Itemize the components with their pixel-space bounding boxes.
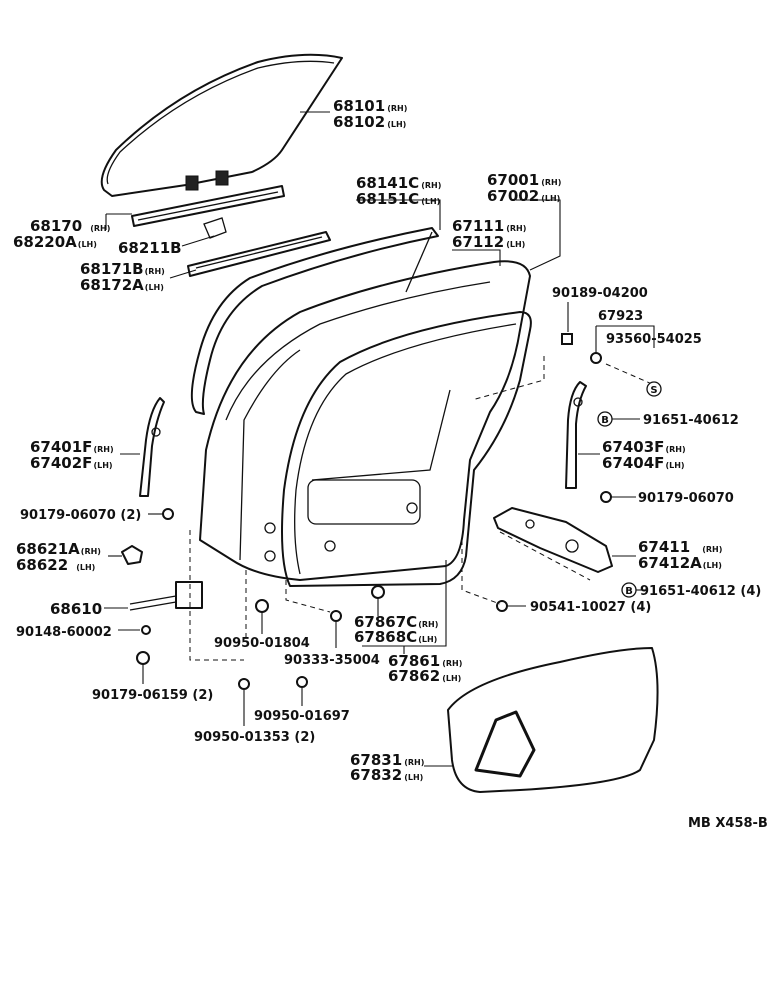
label-90189-04200: 90189-04200 (552, 286, 648, 301)
label-68102: 68102(LH) (333, 113, 406, 131)
screw-symbol: S (646, 381, 662, 397)
bolt-symbol-1: B (597, 411, 613, 427)
door-glass-illustration (100, 53, 343, 197)
label-67404F: 67404F(LH) (602, 454, 685, 472)
label-67923: 67923 (598, 309, 643, 324)
label-68220A: 68220A(LH) (13, 233, 97, 251)
bolt-symbol-text-1: B (601, 415, 609, 426)
label-67403F: 67403F(RH) (602, 438, 686, 456)
diagram-code: MB X458-B (688, 816, 768, 831)
label-67111: 67111(RH) (452, 217, 526, 235)
label-67867C: 67867C(RH) (354, 613, 438, 631)
door-panel-illustration (199, 260, 531, 581)
label-68170: 68170(RH) (30, 217, 110, 235)
label-90541-10027: 90541-10027 (4) (530, 600, 651, 615)
label-67402F: 67402F(LH) (30, 454, 113, 472)
label-90179-06070-left: 90179-06070 (2) (20, 508, 141, 523)
label-67861: 67861(RH) (388, 652, 462, 670)
label-68211B: 68211B (118, 239, 182, 257)
label-67002: 67002(LH) (487, 187, 560, 205)
label-67001: 67001(RH) (487, 171, 561, 189)
rear-channel-right-illustration (565, 381, 587, 489)
label-68622: 68622(LH) (16, 556, 95, 574)
frame-moulding-illustration (190, 227, 439, 415)
hinge-illustration (121, 545, 143, 565)
label-67862: 67862(LH) (388, 667, 461, 685)
label-67412A: 67412A(LH) (638, 554, 722, 572)
leader-lines (104, 111, 655, 767)
label-68141C: 68141C(RH) (356, 174, 441, 192)
label-90148-60002: 90148-60002 (16, 625, 112, 640)
label-68621A: 68621A(RH) (16, 540, 101, 558)
reinforcement-illustration (493, 507, 613, 573)
door-trim-illustration (447, 647, 659, 793)
part-labels: 68101(RH) 68102(LH) 68170(RH) 68220A(LH)… (13, 97, 768, 831)
rear-channel-left-illustration (139, 397, 165, 497)
label-93560-54025: 93560-54025 (606, 332, 702, 347)
label-68610: 68610 (50, 600, 102, 618)
label-91651-40612: 91651-40612 (643, 413, 739, 428)
door-weatherstrip-illustration (281, 311, 532, 587)
label-90950-01804: 90950-01804 (214, 636, 310, 651)
glass-channel-illustration (131, 185, 285, 239)
weatherstrip-illustration (187, 231, 331, 277)
label-68151C: 68151C(LH) (356, 190, 440, 208)
label-67411: 67411(RH) (638, 538, 722, 556)
label-90333-35004: 90333-35004 (284, 653, 380, 668)
label-67401F: 67401F(RH) (30, 438, 114, 456)
label-67112: 67112(LH) (452, 233, 525, 251)
label-90179-06159: 90179-06159 (2) (92, 688, 213, 703)
label-68101: 68101(RH) (333, 97, 407, 115)
door-check-illustration (129, 581, 203, 611)
label-67868C: 67868C(LH) (354, 628, 437, 646)
label-68171B: 68171B(RH) (80, 260, 165, 278)
label-90950-01697: 90950-01697 (254, 709, 350, 724)
label-67831: 67831(RH) (350, 751, 424, 769)
bolt-symbol-text-2: B (625, 586, 633, 597)
bolt-symbol-2: B (621, 582, 637, 598)
screw-symbol-text: S (650, 385, 657, 396)
label-67832: 67832(LH) (350, 766, 423, 784)
label-68172A: 68172A(LH) (80, 276, 164, 294)
label-91651-40612-4: 91651-40612 (4) (640, 584, 761, 599)
label-90179-06070-right: 90179-06070 (638, 491, 734, 506)
label-90950-01353: 90950-01353 (2) (194, 730, 315, 745)
